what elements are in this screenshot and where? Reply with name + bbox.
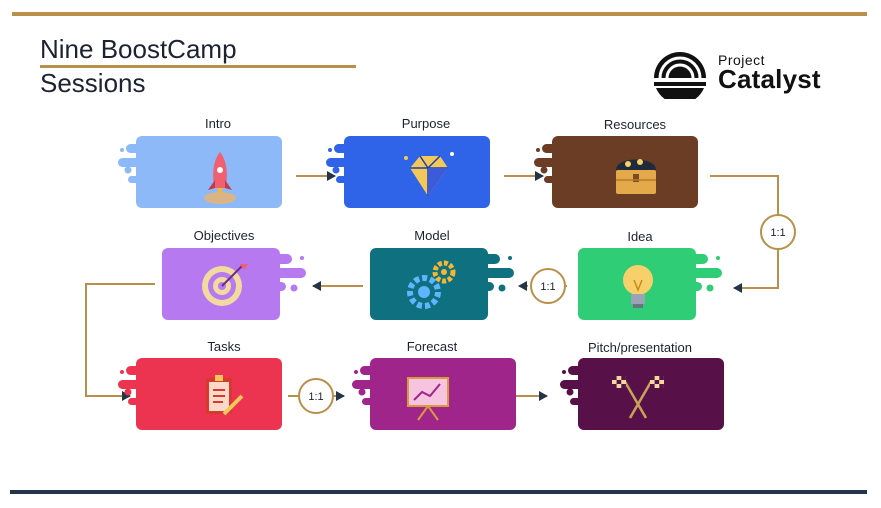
top-divider [12, 12, 867, 16]
session-card-pitch [560, 358, 724, 430]
session-label-pitch: Pitch/presentation [587, 340, 693, 355]
logo-text-small: Project [718, 52, 766, 68]
one-on-one-badge-2: 1:1 [530, 268, 566, 304]
one-on-one-text-1: 1:1 [770, 227, 785, 239]
session-label-tasks: Tasks [207, 339, 241, 354]
session-label-purpose: Purpose [401, 116, 451, 131]
session-card-resources [534, 136, 698, 208]
one-on-one-text-3: 1:1 [308, 391, 323, 403]
page-title-line-2: Sessions [40, 68, 146, 98]
racing-flags-icon [612, 376, 664, 419]
session-card-objectives [162, 248, 306, 320]
gears-icon [407, 260, 456, 309]
session-card-intro [118, 136, 282, 208]
presentation-board-icon [407, 377, 449, 421]
session-label-objectives: Objectives [193, 228, 255, 243]
lightbulb-icon [623, 265, 653, 308]
bottom-divider [10, 490, 867, 494]
session-label-idea: Idea [627, 229, 653, 244]
rocket-icon [204, 152, 236, 204]
page-title-line-1: Nine BoostCamp [40, 34, 237, 64]
clipboard-icon [206, 375, 244, 416]
logo-text-big: Catalyst [718, 64, 821, 94]
session-card-idea [578, 248, 722, 320]
catalyst-mark-icon [654, 52, 706, 99]
session-card-forecast [352, 358, 516, 430]
one-on-one-badge-3: 1:1 [298, 378, 334, 414]
diamond-icon [404, 152, 454, 196]
session-label-resources: Resources [603, 117, 667, 132]
session-card-model [370, 248, 514, 320]
session-card-tasks [118, 358, 282, 430]
project-catalyst-logo [650, 44, 850, 99]
arrow-objectives-tasks [85, 283, 155, 401]
session-label-forecast: Forecast [406, 339, 458, 354]
target-icon [202, 264, 248, 306]
session-card-purpose [326, 136, 490, 208]
title-underline [40, 65, 356, 68]
session-label-model: Model [414, 228, 450, 243]
session-label-intro: Intro [204, 116, 231, 131]
treasure-chest-icon [616, 159, 656, 194]
one-on-one-text-2: 1:1 [540, 281, 555, 293]
one-on-one-badge-1: 1:1 [760, 214, 796, 250]
